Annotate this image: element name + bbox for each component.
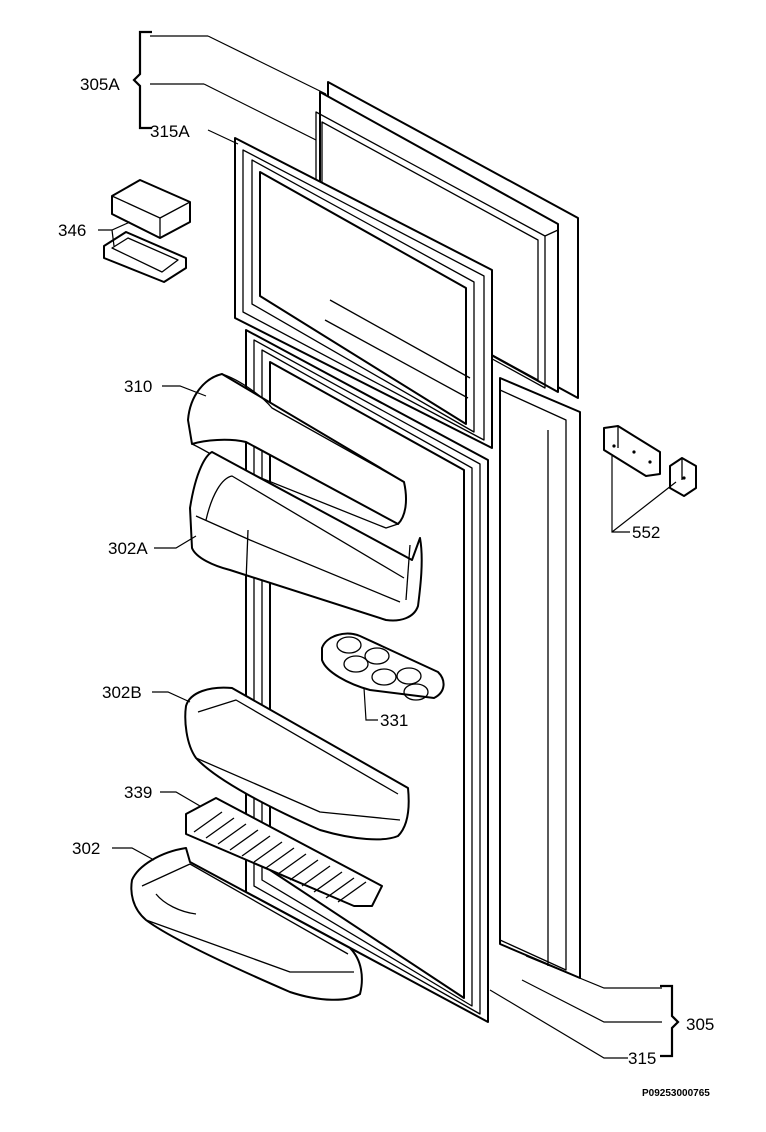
label-302: 302 (72, 839, 100, 858)
label-315A: 315A (150, 122, 190, 141)
door-shelf-302A (189, 451, 423, 622)
label-315: 315 (628, 1049, 656, 1068)
bottle-shelf-302 (130, 847, 363, 1001)
label-302A: 302A (108, 539, 148, 558)
egg-tray-346 (103, 179, 191, 283)
label-305A: 305A (80, 75, 120, 94)
fridge-door-305 (499, 377, 581, 979)
hinge-552 (603, 425, 697, 497)
label-305: 305 (686, 1015, 714, 1034)
label-302B: 302B (102, 683, 142, 702)
label-346: 346 (58, 221, 86, 240)
leader-lines (98, 30, 680, 1059)
freezer-gasket-315A (234, 137, 493, 449)
label-310: 310 (124, 377, 152, 396)
label-331: 331 (380, 711, 408, 730)
egg-insert-331 (321, 632, 445, 701)
label-339: 339 (124, 783, 152, 802)
door-shelf-302B (184, 686, 410, 841)
label-552: 552 (632, 523, 660, 542)
drawing-code: P09253000765 (642, 1088, 710, 1099)
bottle-retainer-339 (185, 797, 383, 907)
